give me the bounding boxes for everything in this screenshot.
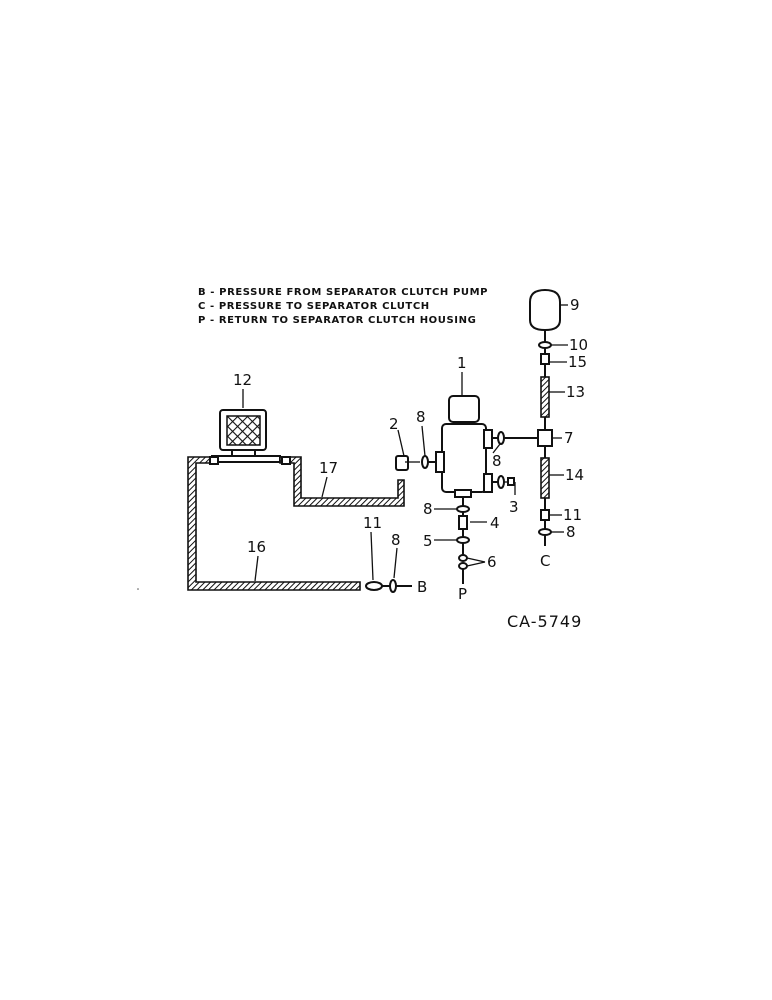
port-p-label: P — [458, 585, 467, 603]
return-column — [456, 497, 470, 584]
callout-7: 7 — [564, 429, 574, 447]
callout-10: 10 — [569, 336, 588, 354]
lower-right-column — [538, 457, 552, 546]
callout-12: 12 — [233, 371, 252, 389]
callout-5: 5 — [423, 532, 433, 550]
oil-cooler — [211, 409, 281, 463]
callout-8-valve: 8 — [492, 452, 502, 470]
valve-right-fittings — [492, 431, 540, 489]
hose-17 — [279, 456, 405, 507]
legend-line-c: C - PRESSURE TO SEPARATOR CLUTCH — [198, 301, 430, 312]
pump-connection — [365, 579, 412, 593]
callout-11-left: 11 — [363, 514, 382, 532]
valve-assembly — [435, 395, 493, 498]
callout-4: 4 — [490, 514, 500, 532]
callout-17: 17 — [319, 459, 338, 477]
callout-3: 3 — [509, 498, 519, 516]
callout-15: 15 — [568, 353, 587, 371]
port-labels: B C P — [417, 552, 550, 603]
callouts: 1 2 8 8 3 8 4 5 6 7 9 10 15 13 14 11 8 1… — [233, 296, 588, 571]
leader-lines — [242, 304, 568, 582]
callout-8-right: 8 — [566, 523, 576, 541]
callout-1: 1 — [457, 354, 467, 372]
callout-9: 9 — [570, 296, 580, 314]
port-b-label: B — [417, 578, 427, 596]
stray-dot — [137, 588, 139, 590]
accumulator-column — [529, 288, 561, 430]
callout-14: 14 — [565, 466, 584, 484]
port-c-label: C — [540, 552, 550, 570]
elbow-fitting-2 — [395, 455, 420, 471]
figure-code: CA-5749 — [507, 612, 582, 631]
callout-2: 2 — [389, 415, 399, 433]
callout-8-elbow: 8 — [416, 408, 426, 426]
callout-6: 6 — [487, 553, 497, 571]
callout-8-left: 8 — [391, 531, 401, 549]
callout-16: 16 — [247, 538, 266, 556]
legend-line-p: P - RETURN TO SEPARATOR CLUTCH HOUSING — [198, 315, 476, 326]
callout-11-right: 11 — [563, 506, 582, 524]
legend: B - PRESSURE FROM SEPARATOR CLUTCH PUMP … — [198, 287, 488, 326]
callout-13: 13 — [566, 383, 585, 401]
callout-8-lower: 8 — [423, 500, 433, 518]
hose-16 — [187, 456, 361, 591]
legend-line-b: B - PRESSURE FROM SEPARATOR CLUTCH PUMP — [198, 287, 488, 298]
